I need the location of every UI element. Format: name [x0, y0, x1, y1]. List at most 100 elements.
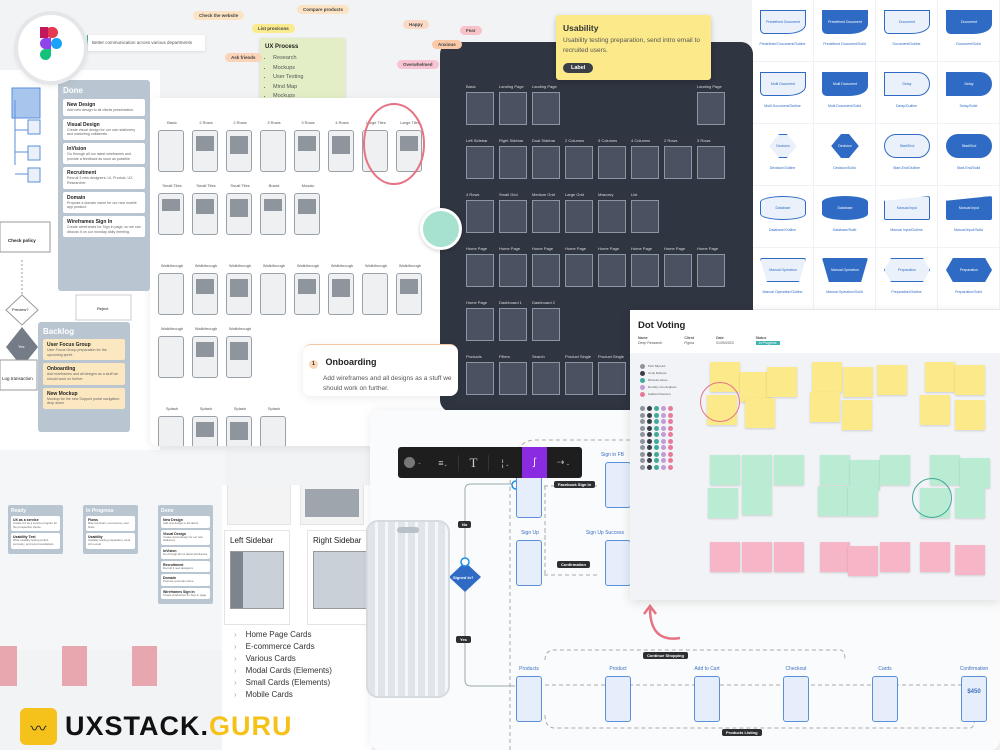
- step-screen[interactable]: [516, 676, 542, 722]
- vote-dot[interactable]: [647, 425, 652, 431]
- sticky-note[interactable]: [742, 455, 772, 485]
- desktop-template-thumbnail[interactable]: [532, 362, 560, 395]
- vote-dot[interactable]: [647, 412, 652, 418]
- template-thumbnail[interactable]: [158, 130, 184, 172]
- desktop-template-thumbnail[interactable]: [697, 254, 725, 287]
- template-thumbnail[interactable]: [294, 193, 320, 235]
- vote-dot[interactable]: [654, 406, 659, 411]
- desktop-template-thumbnail[interactable]: [631, 254, 659, 287]
- sticky-note[interactable]: [880, 542, 910, 572]
- step-screen[interactable]: [694, 676, 720, 722]
- desktop-template-thumbnail[interactable]: [565, 200, 593, 233]
- vote-dot[interactable]: [640, 458, 645, 463]
- sticky-note[interactable]: [920, 395, 950, 425]
- vote-dot[interactable]: [661, 451, 666, 457]
- sticky-note[interactable]: [955, 545, 985, 575]
- sticky-note[interactable]: [740, 372, 770, 402]
- onboarding-card[interactable]: 1 Onboarding Add wireframes and all desi…: [303, 344, 458, 396]
- text-button[interactable]: T: [458, 454, 489, 471]
- vote-dot[interactable]: [654, 438, 659, 444]
- sticky-note[interactable]: [955, 365, 985, 395]
- sticky-note[interactable]: [920, 542, 950, 572]
- vote-dot[interactable]: [661, 406, 666, 411]
- step-screen[interactable]: [783, 676, 809, 722]
- desktop-template-thumbnail[interactable]: [565, 146, 593, 179]
- template-thumbnail[interactable]: [158, 193, 184, 235]
- vote-dot[interactable]: [668, 445, 673, 450]
- vote-dot[interactable]: [668, 425, 673, 431]
- desktop-template-thumbnail[interactable]: [499, 200, 527, 233]
- template-thumbnail[interactable]: [226, 193, 252, 235]
- sticky-note[interactable]: [850, 460, 880, 490]
- template-thumbnail[interactable]: [158, 336, 184, 378]
- vote-dot[interactable]: [668, 458, 673, 463]
- sticky-note[interactable]: [848, 546, 878, 576]
- sticky-note[interactable]: [925, 362, 955, 392]
- label-badge[interactable]: Label: [563, 63, 594, 73]
- vote-dot[interactable]: [647, 419, 652, 424]
- sign-in-fb-screen[interactable]: [605, 462, 631, 508]
- vote-dot[interactable]: [640, 438, 645, 444]
- sticky-note[interactable]: [812, 362, 842, 392]
- layout-category-item[interactable]: Home Page Cards: [234, 630, 312, 639]
- sticky-note[interactable]: [774, 542, 804, 572]
- layout-category-item[interactable]: E-commerce Cards: [234, 642, 315, 651]
- vote-dot[interactable]: [661, 464, 666, 470]
- desktop-template-thumbnail[interactable]: [466, 92, 494, 125]
- stroke-button[interactable]: ≡⌄: [438, 457, 448, 468]
- step-screen[interactable]: $450: [961, 676, 987, 722]
- template-thumbnail[interactable]: [328, 273, 354, 315]
- layout-category-item[interactable]: Small Cards (Elements): [234, 678, 330, 687]
- vote-dot[interactable]: [640, 451, 645, 457]
- template-thumbnail[interactable]: [226, 273, 252, 315]
- desktop-template-thumbnail[interactable]: [664, 146, 692, 179]
- desktop-template-thumbnail[interactable]: [499, 362, 527, 395]
- vote-dot[interactable]: [647, 458, 652, 463]
- desktop-template-thumbnail[interactable]: [598, 254, 626, 287]
- sticky-note[interactable]: [880, 455, 910, 485]
- desktop-template-thumbnail[interactable]: [499, 92, 527, 125]
- vote-dot[interactable]: [668, 412, 673, 418]
- vote-dot[interactable]: [654, 432, 659, 437]
- sticky-note[interactable]: [708, 488, 738, 518]
- vote-dot[interactable]: [647, 464, 652, 470]
- vote-dot[interactable]: [640, 445, 645, 450]
- vote-dot[interactable]: [647, 451, 652, 457]
- sticky-note[interactable]: [960, 458, 990, 488]
- sign-in-screen[interactable]: [516, 472, 542, 518]
- template-thumbnail[interactable]: [192, 416, 218, 446]
- desktop-template-thumbnail[interactable]: [532, 308, 560, 341]
- vote-dot[interactable]: [654, 445, 659, 450]
- layout-category-item[interactable]: Mobile Cards: [234, 690, 293, 699]
- template-thumbnail[interactable]: [362, 130, 388, 172]
- sticky-note[interactable]: [742, 542, 772, 572]
- step-screen[interactable]: [605, 676, 631, 722]
- sticky-note[interactable]: [710, 542, 740, 572]
- template-thumbnail[interactable]: [362, 273, 388, 315]
- desktop-template-thumbnail[interactable]: [598, 200, 626, 233]
- desktop-template-thumbnail[interactable]: [697, 146, 725, 179]
- desktop-template-thumbnail[interactable]: [466, 362, 494, 395]
- vote-dot[interactable]: [640, 464, 645, 470]
- sticky-note[interactable]: [742, 485, 772, 515]
- desktop-template-thumbnail[interactable]: [664, 254, 692, 287]
- layout-category-item[interactable]: Modal Cards (Elements): [234, 666, 332, 675]
- sticky-note[interactable]: [877, 365, 907, 395]
- desktop-template-thumbnail[interactable]: [532, 92, 560, 125]
- vote-dot[interactable]: [661, 458, 666, 463]
- desktop-template-thumbnail[interactable]: [499, 308, 527, 341]
- vote-dot[interactable]: [668, 451, 673, 457]
- vote-dot[interactable]: [661, 412, 666, 418]
- vote-dot[interactable]: [654, 419, 659, 424]
